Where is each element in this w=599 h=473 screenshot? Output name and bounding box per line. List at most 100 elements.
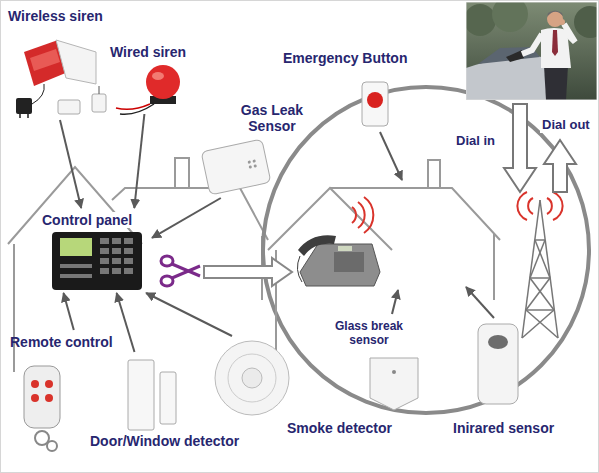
- control-panel-picture-part-part: [100, 248, 109, 254]
- wireless-siren-picture-part: [58, 100, 80, 114]
- smoke-detector-picture: [215, 341, 289, 415]
- wired-siren-picture: [116, 65, 180, 114]
- device-group: Door/Window detector: [86, 352, 280, 452]
- wireless-siren-picture-part: [16, 98, 32, 114]
- tower-waves-part: [553, 192, 563, 220]
- connector-arrow: [134, 114, 144, 208]
- signal-waves: [352, 197, 373, 233]
- device-label: Door/Window detector: [90, 433, 239, 449]
- control-panel-picture-part-part: [112, 258, 121, 264]
- radio-tower-part: [522, 200, 540, 338]
- label-holder: Dial in: [456, 134, 495, 149]
- door-window-picture-part: [160, 372, 176, 424]
- glass-break-picture: [370, 358, 418, 410]
- gas-sensor-picture-part: [252, 159, 256, 163]
- photo-part: [552, 30, 558, 56]
- device-group: Inirared sensor: [449, 318, 589, 440]
- control-panel-picture-part: [52, 232, 142, 290]
- connector-arrow: [60, 120, 81, 208]
- connector-arrow: [117, 293, 135, 352]
- cut-line-arrow: [204, 258, 292, 286]
- device-label: Wired siren: [110, 44, 186, 60]
- pointer-arrow: [392, 290, 398, 314]
- radio-tower-part: [530, 277, 550, 279]
- photo-part: [564, 24, 575, 42]
- scissors-symbol-part: [172, 266, 200, 278]
- control-panel-picture-part-part: [112, 268, 121, 274]
- photo-part: [466, 2, 597, 100]
- radio-tower-part: [530, 240, 545, 278]
- right-house-part: [330, 188, 500, 240]
- photo: [466, 2, 597, 100]
- connector-arrow: [152, 198, 221, 238]
- remote-control-picture: [24, 366, 60, 451]
- radio-tower: [522, 200, 558, 338]
- telephone-picture-part: [300, 244, 380, 286]
- wireless-siren-picture-part: [99, 86, 100, 94]
- label-holder: Dial out: [540, 118, 592, 133]
- dial-arrows-part: [544, 140, 576, 192]
- emergency-button-picture: [362, 82, 388, 126]
- scissors-symbol-part: [172, 264, 200, 276]
- telephone-picture-part: [298, 235, 336, 256]
- glass-break-picture-part: [370, 358, 418, 410]
- left-house-part: [175, 158, 189, 188]
- telephone-picture-part: [334, 252, 364, 272]
- dial-arrows-part: [504, 104, 536, 192]
- glass-break-picture-part: [392, 370, 396, 374]
- device-label: Gas Leak Sensor: [236, 102, 308, 134]
- signal-waves-part: [352, 207, 356, 223]
- dial-label: Dial out: [540, 118, 592, 133]
- remote-control-picture-part: [45, 394, 53, 402]
- wireless-siren-picture-part: [27, 114, 29, 118]
- tower-waves: [517, 192, 562, 220]
- infrared-sensor-picture-part: [478, 324, 518, 404]
- infrared-sensor-picture: [478, 324, 518, 404]
- connector-arrow: [64, 293, 74, 330]
- signal-waves-part: [364, 197, 373, 233]
- control-panel-picture: [52, 232, 142, 290]
- tower-waves-part: [547, 198, 552, 214]
- smoke-detector-picture-part: [228, 354, 276, 402]
- radio-tower-part: [540, 200, 558, 338]
- device-group: Control panel: [34, 208, 152, 293]
- photo-part: [574, 6, 597, 38]
- radio-tower-part: [526, 309, 554, 311]
- network-circle: [263, 87, 589, 413]
- gas-sensor-picture-part: [247, 160, 251, 164]
- control-panel-picture-part-part: [100, 258, 109, 264]
- telephone-picture-part: [338, 246, 352, 251]
- remote-control-picture-part: [31, 394, 39, 402]
- pointer-arrow: [466, 287, 494, 318]
- photo-part: [544, 66, 568, 100]
- tower-waves-part: [528, 198, 533, 214]
- photo-part: [492, 2, 528, 32]
- radio-tower-part: [530, 278, 554, 310]
- control-panel-picture-part-part: [60, 264, 92, 268]
- control-panel-picture-part-part: [124, 238, 133, 244]
- device-group: Wired siren: [106, 42, 202, 114]
- device-label: Remote control: [10, 334, 113, 350]
- wireless-siren-picture-part: [92, 94, 106, 112]
- control-panel-picture-part: [60, 238, 133, 278]
- control-panel-picture-part-part: [112, 238, 121, 244]
- photo-part: [522, 34, 542, 54]
- scissors-symbol: [161, 256, 200, 286]
- photo-part: [559, 19, 565, 25]
- door-window-picture: [128, 360, 176, 430]
- telephone-picture: [297, 235, 380, 286]
- radio-tower-part: [526, 310, 558, 338]
- left-house-part: [13, 244, 15, 372]
- control-panel-picture-part-part: [100, 238, 109, 244]
- radio-tower-part: [526, 278, 550, 310]
- wireless-siren-picture-part: [30, 49, 60, 71]
- emergency-button-picture-part: [362, 82, 388, 126]
- wireless-siren-picture-part: [19, 114, 21, 118]
- device-group: Gas Leak Sensor: [198, 98, 312, 198]
- control-panel-picture-part: [60, 238, 92, 256]
- control-panel-picture-part-part: [60, 274, 92, 278]
- photo-part: [547, 11, 563, 18]
- scissors-symbol-part: [161, 276, 173, 286]
